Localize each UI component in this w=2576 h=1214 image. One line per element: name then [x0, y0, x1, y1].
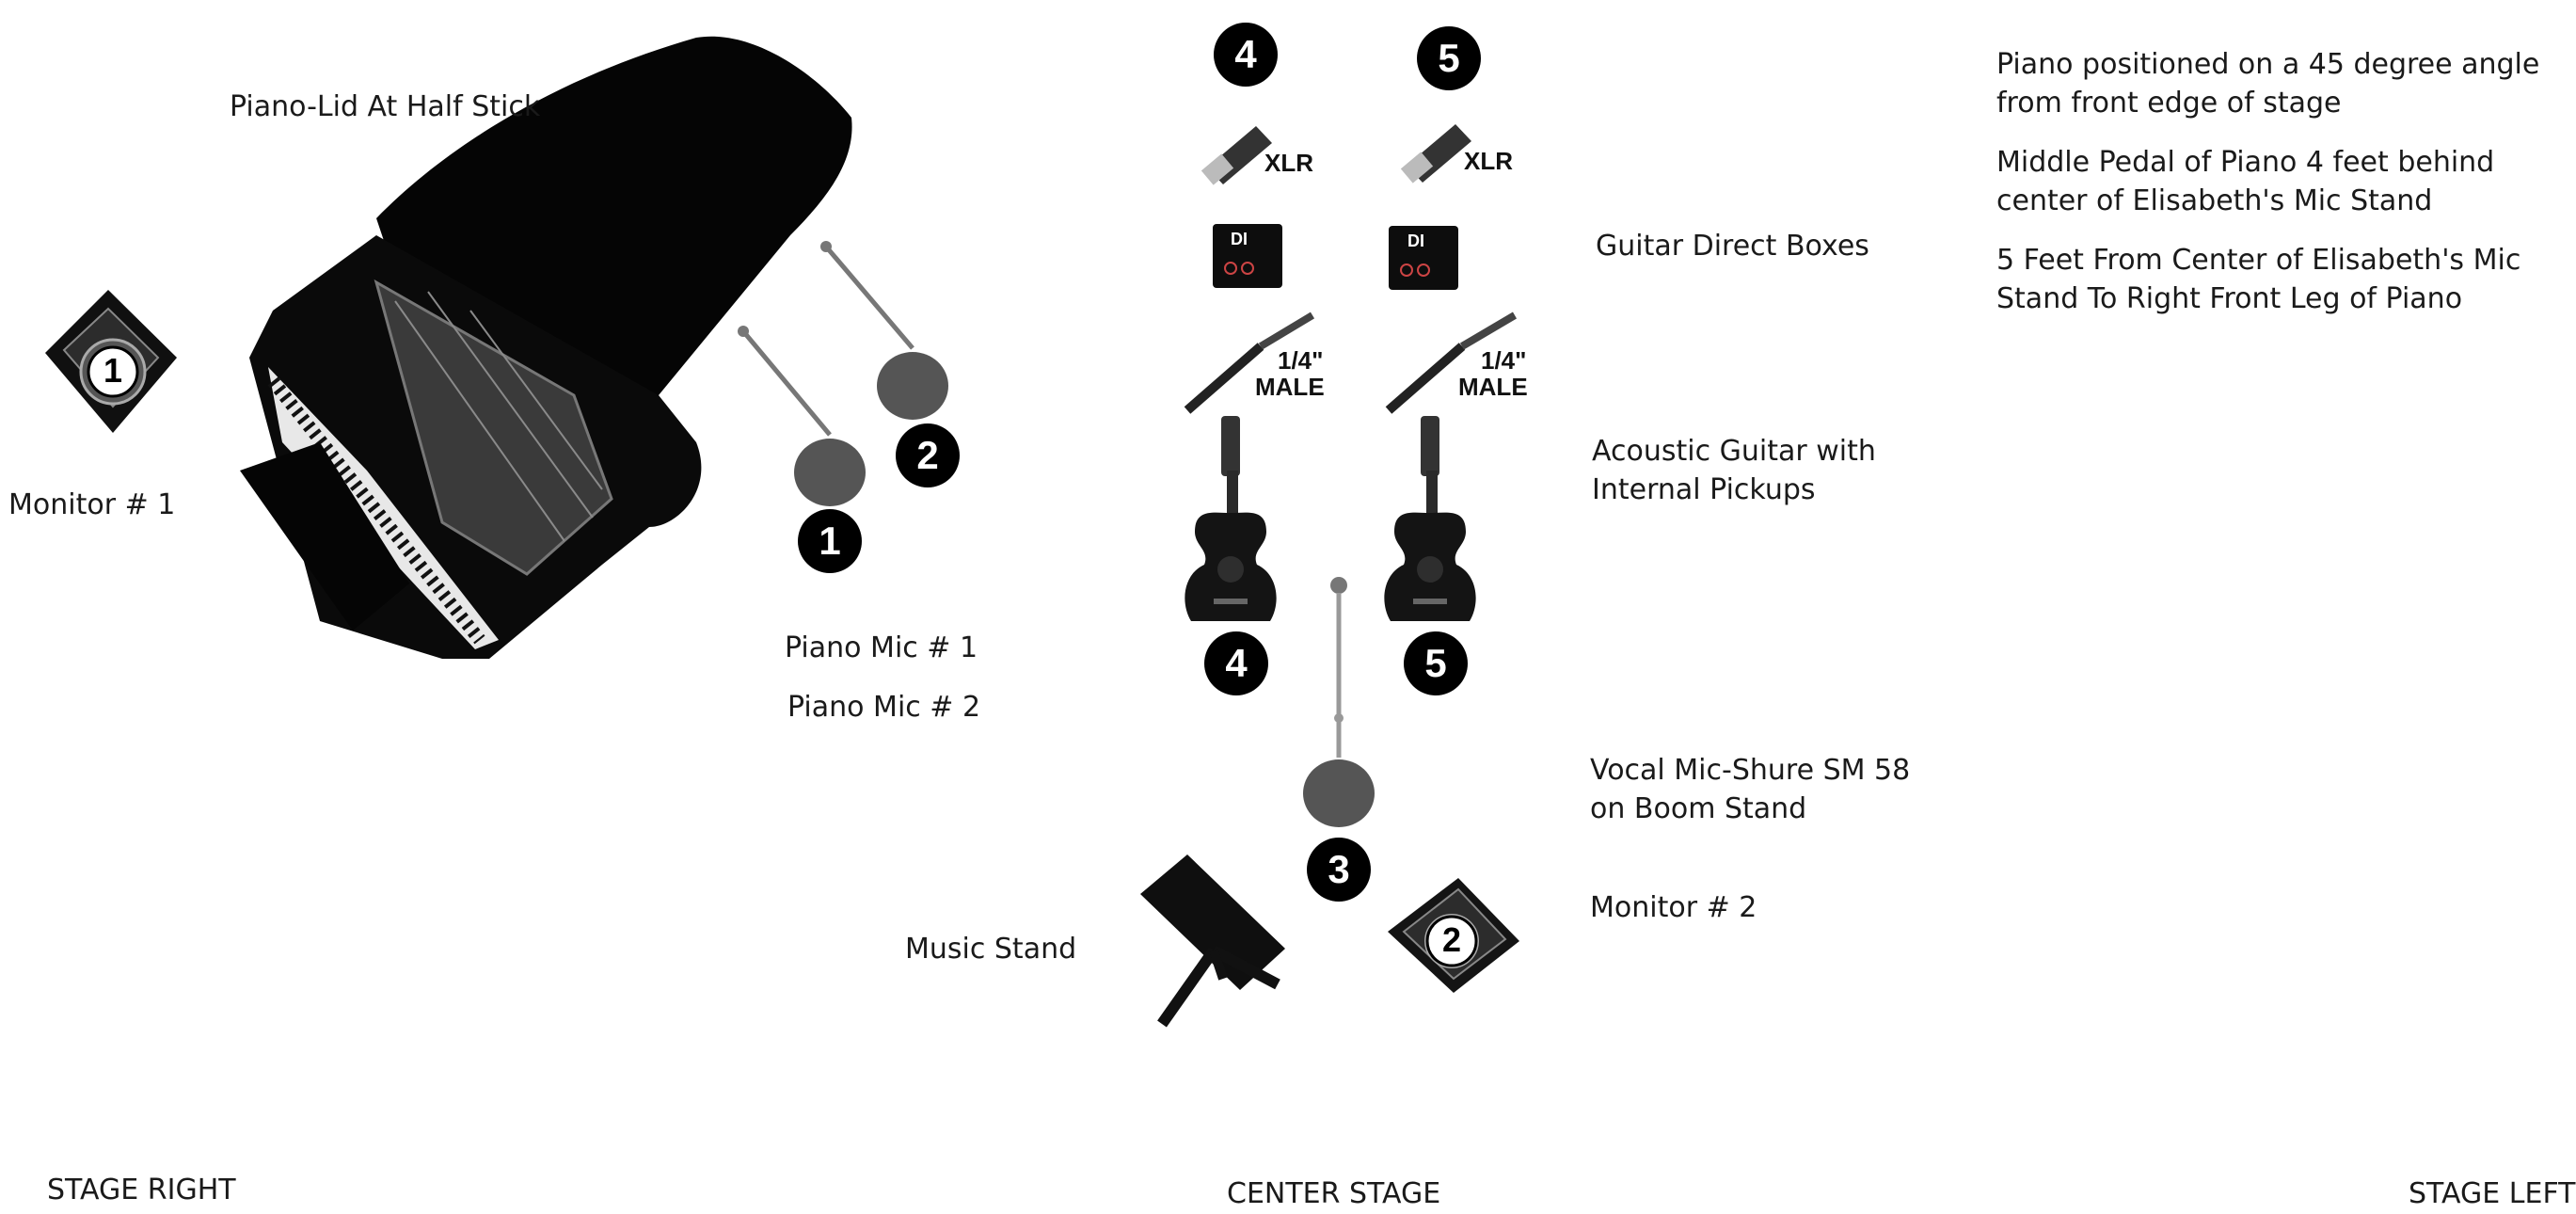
music-stand-label: Music Stand: [905, 933, 1077, 966]
guitar-di-label: Guitar Direct Boxes: [1596, 230, 1869, 263]
piano-mic-stand-2: [820, 241, 948, 420]
xlr-tag-left: XLR: [1264, 149, 1313, 177]
quarter-inch-jack-left: [1184, 311, 1315, 414]
acoustic-guitar-right: [1384, 416, 1476, 621]
jack-type-tag-right: MALE: [1458, 373, 1528, 401]
center-stage-label: CENTER STAGE: [1227, 1177, 1441, 1210]
setup-note-middle-pedal: Middle Pedal of Piano 4 feet behind cent…: [1996, 146, 2495, 217]
channel-badge-guitar-left-bottom: [1204, 631, 1268, 695]
jack-type-tag-left: MALE: [1255, 373, 1325, 401]
monitor-1-label: Monitor # 1: [8, 488, 176, 521]
channel-number-guitar-left-bottom: 4: [1225, 641, 1248, 685]
di-box-left: [1213, 224, 1282, 288]
channel-badge-guitar-right-bottom: [1404, 631, 1468, 695]
channel-number-guitar-right-top: 5: [1438, 36, 1460, 80]
piano-lid-label: Piano-Lid At Half Stick: [230, 90, 541, 123]
jack-size-tag-left: 1/4": [1278, 346, 1324, 375]
channel-badge-piano-mic-2: [896, 423, 960, 487]
di-tag-left: DI: [1231, 230, 1248, 248]
monitor-badge-2: [1425, 915, 1478, 967]
xlr-tag-right: XLR: [1464, 147, 1513, 175]
channel-badge-vocal-mic: [1307, 838, 1371, 902]
piano-mic-2-label: Piano Mic # 2: [787, 691, 981, 724]
acoustic-guitar-left: [1185, 416, 1277, 621]
xlr-connector-right: [1400, 124, 1471, 184]
vocal-mic-stand: [1303, 577, 1375, 827]
piano-bench: [240, 442, 409, 631]
channel-badge-guitar-left-top: [1214, 23, 1278, 87]
di-box-right: [1389, 226, 1458, 290]
setup-note-mic-to-piano-leg: 5 Feet From Center of Elisabeth's Mic St…: [1996, 244, 2521, 315]
grand-piano: [240, 36, 852, 659]
channel-number-guitar-right-bottom: 5: [1424, 641, 1447, 685]
setup-note-piano-angle: Piano positioned on a 45 degree angle fr…: [1996, 48, 2540, 120]
setup-notes: Piano positioned on a 45 degree angle fr…: [1996, 45, 2572, 318]
piano-strings: [374, 279, 613, 576]
channel-badge-guitar-right-top: [1417, 26, 1481, 90]
acoustic-guitar-label: Acoustic Guitar with Internal Pickups: [1592, 435, 1876, 506]
channel-number-piano-mic-2: 2: [916, 433, 939, 477]
quarter-inch-jack-right: [1385, 311, 1518, 414]
vocal-mic-label: Vocal Mic-Shure SM 58 on Boom Stand: [1590, 754, 1911, 825]
channel-badge-piano-mic-1: [798, 509, 862, 573]
di-tag-right: DI: [1407, 232, 1424, 250]
xlr-connector-left: [1201, 126, 1272, 185]
jack-size-tag-right: 1/4": [1481, 346, 1527, 375]
stage-right-label: STAGE RIGHT: [47, 1174, 236, 1206]
music-stand: [1140, 855, 1285, 1028]
monitor-badge-1: [87, 345, 139, 398]
channel-number-piano-mic-1: 1: [819, 519, 841, 563]
piano-mic-stand-1: [738, 326, 866, 506]
piano-mic-1-label: Piano Mic # 1: [785, 631, 978, 664]
monitor-2-label: Monitor # 2: [1590, 891, 1757, 924]
monitor-number-2: 2: [1441, 920, 1462, 959]
channel-number-guitar-left-top: 4: [1234, 32, 1257, 76]
channel-number-vocal-mic: 3: [1328, 847, 1350, 891]
monitor-number-1: 1: [103, 351, 123, 390]
stage-left-label: STAGE LEFT: [2409, 1177, 2576, 1210]
